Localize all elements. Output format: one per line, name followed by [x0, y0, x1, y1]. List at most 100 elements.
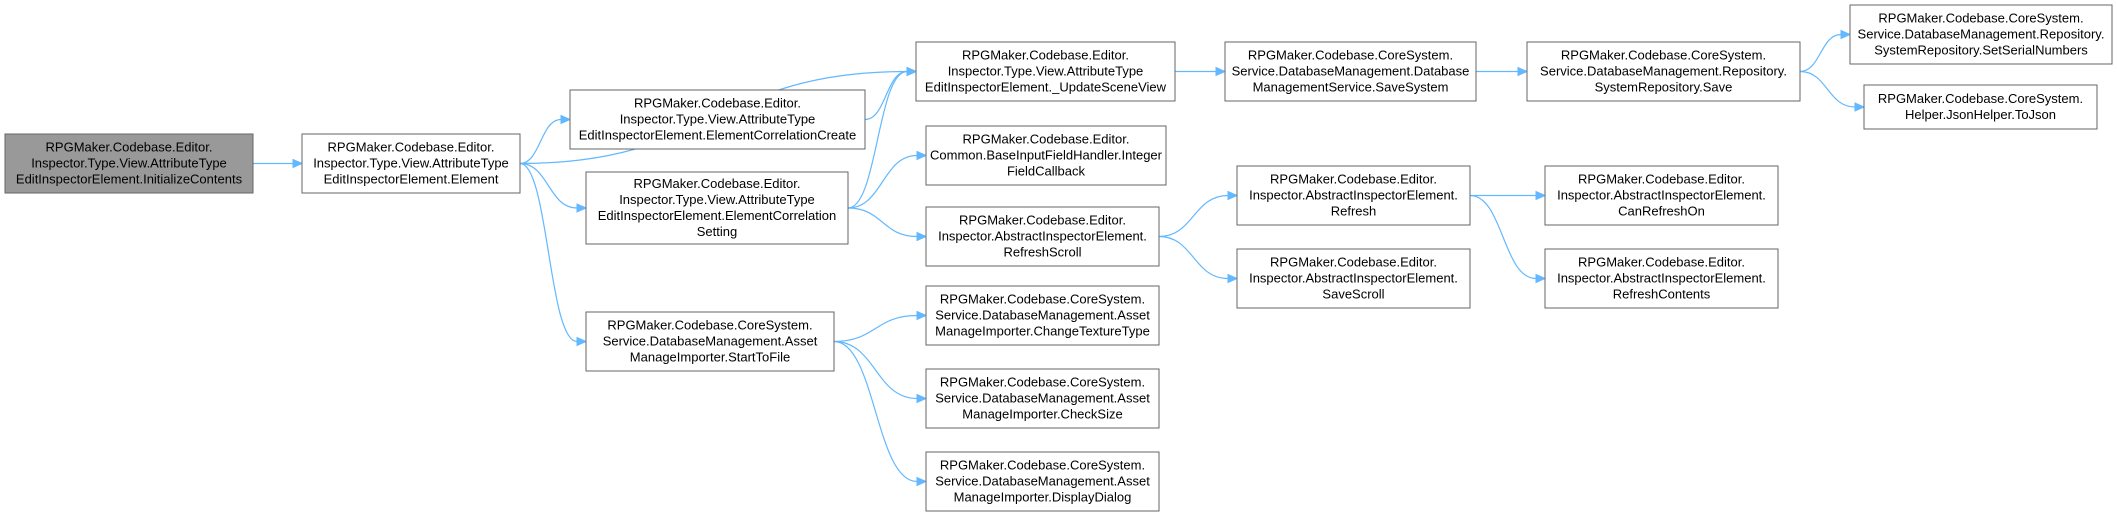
node-label-line: Service.DatabaseManagement.Asset [603, 334, 818, 349]
node-save-system[interactable]: RPGMaker.Codebase.CoreSystem.Service.Dat… [1224, 41, 1477, 102]
node-save-scroll[interactable]: RPGMaker.Codebase.Editor.Inspector.Abstr… [1236, 248, 1471, 309]
node-box [569, 89, 866, 150]
node-initialize-contents[interactable]: RPGMaker.Codebase.Editor.Inspector.Type.… [4, 133, 254, 194]
edge-arrowhead [1215, 66, 1227, 77]
node-box [925, 451, 1160, 512]
node-label-line: RPGMaker.Codebase.Editor. [963, 132, 1130, 147]
node-box [1224, 41, 1477, 102]
node-label-line: EditInspectorElement.InitializeContents [16, 172, 243, 187]
edge-save_system-to-repo_save [1475, 66, 1529, 77]
node-label-line: ManagementService.SaveSystem [1253, 80, 1449, 95]
node-label-line: Inspector.AbstractInspectorElement. [1557, 188, 1766, 203]
node-can-refresh-on[interactable]: RPGMaker.Codebase.Editor.Inspector.Abstr… [1544, 165, 1779, 226]
node-element-correlation-create[interactable]: RPGMaker.Codebase.Editor.Inspector.Type.… [569, 89, 866, 150]
node-label-line: SaveScroll [1322, 287, 1384, 302]
node-label-line: FieldCallback [1007, 164, 1086, 179]
edge-arrowhead [1227, 273, 1239, 284]
edge-line [1158, 194, 1229, 238]
edge-line [519, 162, 578, 343]
node-label-line: Setting [697, 224, 737, 239]
node-to-json[interactable]: RPGMaker.Codebase.CoreSystem.Helper.Json… [1863, 84, 2098, 130]
edge-line [847, 154, 918, 209]
node-label-line: RPGMaker.Codebase.Editor. [1270, 172, 1437, 187]
edge-element-to-element_correlation_setting [519, 162, 588, 213]
edge-element_correlation_setting-to-integer_field_callback [847, 150, 928, 209]
edge-line [1799, 70, 1856, 108]
edge-element-to-start_to_file [519, 162, 588, 347]
edge-arrowhead [1535, 273, 1547, 284]
edge-arrowhead [1840, 29, 1852, 40]
node-label-line: RPGMaker.Codebase.CoreSystem. [1561, 48, 1766, 63]
node-box [1236, 248, 1471, 309]
node-label-line: Inspector.Type.View.AttributeType [620, 112, 816, 127]
node-label-line: ManageImporter.ChangeTextureType [935, 324, 1150, 339]
node-label-line: Service.DatabaseManagement.Database [1232, 64, 1470, 79]
node-label-line: RPGMaker.Codebase.CoreSystem. [940, 375, 1145, 390]
node-label-line: ManageImporter.StartToFile [630, 350, 790, 365]
node-box [1863, 84, 2098, 130]
node-label-line: CanRefreshOn [1618, 204, 1705, 219]
edge-arrowhead [916, 476, 928, 487]
node-change-texture-type[interactable]: RPGMaker.Codebase.CoreSystem.Service.Dat… [925, 285, 1160, 346]
edge-start_to_file-to-change_texture_type [833, 310, 928, 343]
edge-line [847, 70, 908, 209]
node-label-line: Inspector.Type.View.AttributeType [948, 64, 1144, 79]
nodes-layer: RPGMaker.Codebase.Editor.Inspector.Type.… [4, 4, 2113, 512]
node-label-line: Helper.JsonHelper.ToJson [1905, 107, 2056, 122]
node-box [1544, 165, 1779, 226]
edge-line [1158, 235, 1229, 280]
node-box [301, 133, 521, 194]
edge-arrowhead [1854, 102, 1866, 112]
edge-repo_save-to-to_json [1799, 70, 1866, 112]
node-box [925, 285, 1160, 346]
node-element-correlation-setting[interactable]: RPGMaker.Codebase.Editor.Inspector.Type.… [585, 171, 849, 245]
node-refresh-contents[interactable]: RPGMaker.Codebase.Editor.Inspector.Abstr… [1544, 248, 1779, 309]
edge-arrowhead [916, 150, 928, 161]
node-update-scene-view[interactable]: RPGMaker.Codebase.Editor.Inspector.Type.… [915, 41, 1176, 102]
edge-line [847, 207, 918, 238]
node-label-line: Inspector.AbstractInspectorElement. [1249, 271, 1458, 286]
node-label-line: RefreshScroll [1003, 245, 1081, 260]
edge-line [519, 162, 578, 209]
node-label-line: RPGMaker.Codebase.Editor. [328, 140, 495, 155]
edge-line [1469, 194, 1537, 280]
edge-arrowhead [292, 158, 304, 169]
edge-initialize_contents-to-element [253, 158, 304, 169]
node-integer-field-callback[interactable]: RPGMaker.Codebase.Editor.Common.BaseInpu… [925, 125, 1167, 186]
edge-line [519, 118, 562, 165]
node-label-line: RPGMaker.Codebase.CoreSystem. [1878, 91, 2083, 106]
node-repo-save[interactable]: RPGMaker.Codebase.CoreSystem.Service.Dat… [1526, 41, 1801, 102]
node-label-line: Inspector.AbstractInspectorElement. [1557, 271, 1766, 286]
edge-arrowhead [576, 336, 588, 347]
node-display-dialog[interactable]: RPGMaker.Codebase.CoreSystem.Service.Dat… [925, 451, 1160, 512]
node-label-line: RPGMaker.Codebase.Editor. [46, 140, 213, 155]
node-start-to-file[interactable]: RPGMaker.Codebase.CoreSystem.Service.Dat… [585, 311, 835, 372]
node-label-line: Service.DatabaseManagement.Asset [935, 391, 1150, 406]
edge-arrowhead [576, 203, 588, 213]
edges-layer [253, 29, 1866, 487]
node-label-line: Refresh [1331, 204, 1377, 219]
node-box [585, 171, 849, 245]
node-label-line: ManageImporter.DisplayDialog [954, 490, 1132, 505]
edge-element_correlation_setting-to-refresh_scroll [847, 207, 928, 242]
edge-start_to_file-to-display_dialog [833, 340, 928, 487]
node-label-line: EditInspectorElement.ElementCorrelationC… [579, 128, 856, 143]
edge-line [833, 340, 918, 400]
node-label-line: Service.DatabaseManagement.Asset [935, 474, 1150, 489]
node-box [925, 368, 1160, 429]
edge-line [833, 314, 918, 343]
node-label-line: Inspector.AbstractInspectorElement. [938, 229, 1147, 244]
node-box [585, 311, 835, 372]
node-label-line: SystemRepository.Save [1595, 80, 1733, 95]
node-check-size[interactable]: RPGMaker.Codebase.CoreSystem.Service.Dat… [925, 368, 1160, 429]
node-set-serial-numbers[interactable]: RPGMaker.Codebase.CoreSystem.Service.Dat… [1849, 4, 2113, 65]
node-element[interactable]: RPGMaker.Codebase.Editor.Inspector.Type.… [301, 133, 521, 194]
node-label-line: RPGMaker.Codebase.Editor. [634, 96, 801, 111]
edge-arrowhead [560, 114, 572, 125]
node-label-line: EditInspectorElement._UpdateSceneView [925, 80, 1167, 95]
edge-refresh_scroll-to-refresh [1158, 190, 1239, 238]
node-label-line: Inspector.AbstractInspectorElement. [1249, 188, 1458, 203]
node-refresh-scroll[interactable]: RPGMaker.Codebase.Editor.Inspector.Abstr… [925, 206, 1160, 267]
edge-arrowhead [1535, 190, 1547, 201]
node-refresh[interactable]: RPGMaker.Codebase.Editor.Inspector.Abstr… [1236, 165, 1471, 226]
